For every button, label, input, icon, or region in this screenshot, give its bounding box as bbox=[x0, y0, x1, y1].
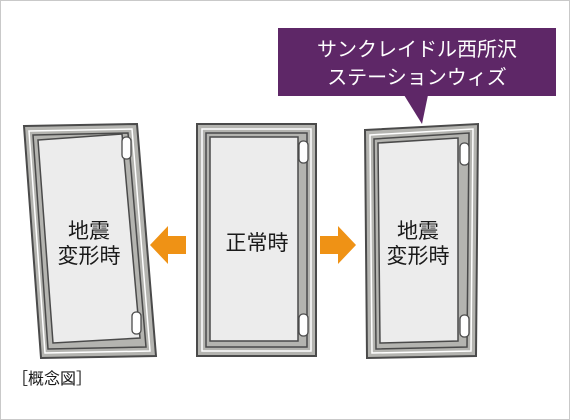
arrow-left-icon bbox=[150, 226, 186, 264]
caption: ［概念図］ bbox=[12, 369, 92, 388]
door-center-panel bbox=[209, 136, 299, 342]
callout-line-1: サンクレイドル西所沢 bbox=[317, 37, 517, 61]
hinge-icon bbox=[121, 136, 142, 335]
door-left-frame-inner-edge bbox=[32, 132, 147, 350]
door-left-frame-inner-line bbox=[28, 128, 151, 354]
door-right-panel bbox=[377, 137, 459, 344]
hinge-icon bbox=[459, 142, 470, 338]
door-right-frame-inner-line bbox=[369, 128, 474, 354]
door-right-label-line-2: 変形時 bbox=[387, 244, 450, 268]
door-left-label-line-1: 地震 bbox=[68, 219, 110, 243]
callout-box bbox=[278, 28, 556, 96]
door-center-frame-inner-line bbox=[201, 128, 312, 352]
door-center-label: 正常時 bbox=[226, 231, 289, 255]
hinge-icon bbox=[298, 140, 309, 337]
door-left-label-line-2: 変形時 bbox=[58, 244, 121, 268]
door-left-deformed: 地震 変形時 bbox=[22, 122, 158, 360]
door-right-frame-inner-edge bbox=[373, 132, 470, 350]
callout: サンクレイドル西所沢 ステーションウィズ bbox=[278, 28, 556, 124]
callout-line-2: ステーションウィズ bbox=[327, 65, 507, 89]
door-right-label-line-1: 地震 bbox=[397, 219, 439, 243]
door-right-deformed: 地震 変形時 bbox=[363, 122, 480, 360]
door-left-panel bbox=[37, 133, 141, 344]
door-center-normal: 正常時 bbox=[196, 123, 317, 357]
door-center-frame-inner-edge bbox=[205, 132, 308, 348]
callout-pointer bbox=[404, 95, 428, 124]
arrow-right-icon bbox=[320, 226, 356, 264]
